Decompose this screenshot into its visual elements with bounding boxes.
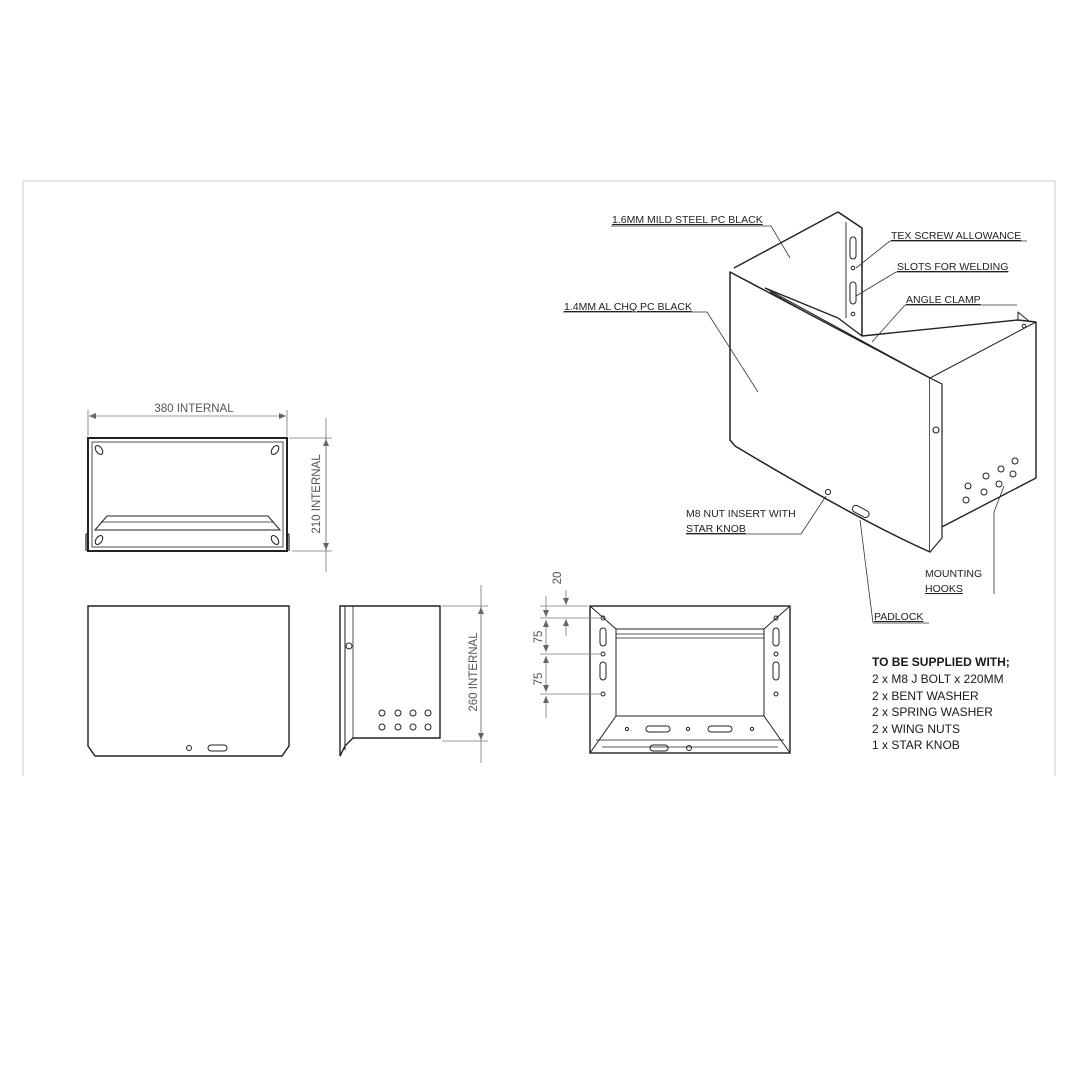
isometric-view <box>729 211 1037 553</box>
supply-list-item: 1 x STAR KNOB <box>872 738 960 752</box>
leader-lines <box>563 225 1027 624</box>
dimension-height <box>442 585 488 763</box>
dimension-width <box>87 410 288 436</box>
callout-padlock: PADLOCK <box>874 611 923 623</box>
callout-slots-welding: SLOTS FOR WELDING <box>897 261 1008 273</box>
dimension-width-label: 380 INTERNAL <box>154 403 234 415</box>
dimension-slot-pitch-1-label: 75 <box>533 631 545 644</box>
supply-list-item: 2 x BENT WASHER <box>872 689 979 703</box>
dimension-top-offset-label: 20 <box>552 572 564 585</box>
rear-view <box>589 605 791 754</box>
callout-tex-screw: TEX SCREW ALLOWANCE <box>891 230 1021 242</box>
top-view <box>85 437 290 552</box>
dimension-depth <box>289 418 332 572</box>
callout-mounting-line1: MOUNTING <box>925 568 982 580</box>
callout-mild-steel: 1.6MM MILD STEEL PC BLACK <box>612 214 763 226</box>
supply-list: TO BE SUPPLIED WITH; 2 x M8 J BOLT x 220… <box>872 655 1010 752</box>
dimension-slot-ladder <box>540 590 600 718</box>
supply-list-item: 2 x SPRING WASHER <box>872 705 993 719</box>
callout-m8-nut-line2: STAR KNOB <box>686 523 746 535</box>
side-view <box>339 605 441 757</box>
sheet-border <box>22 180 1056 776</box>
front-view <box>87 605 290 757</box>
dimension-depth-label: 210 INTERNAL <box>311 454 323 534</box>
callout-mounting-line2: HOOKS <box>925 583 963 595</box>
callout-m8-nut-line1: M8 NUT INSERT WITH <box>686 508 796 520</box>
callout-al-chq: 1.4MM AL CHQ PC BLACK <box>564 301 692 313</box>
dimension-height-label: 260 INTERNAL <box>468 632 480 712</box>
supply-list-item: 2 x M8 J BOLT x 220MM <box>872 672 1004 686</box>
callout-angle-clamp: ANGLE CLAMP <box>906 294 981 306</box>
supply-list-title: TO BE SUPPLIED WITH; <box>872 655 1010 669</box>
supply-list-item: 2 x WING NUTS <box>872 722 960 736</box>
dimension-slot-pitch-2-label: 75 <box>533 673 545 686</box>
